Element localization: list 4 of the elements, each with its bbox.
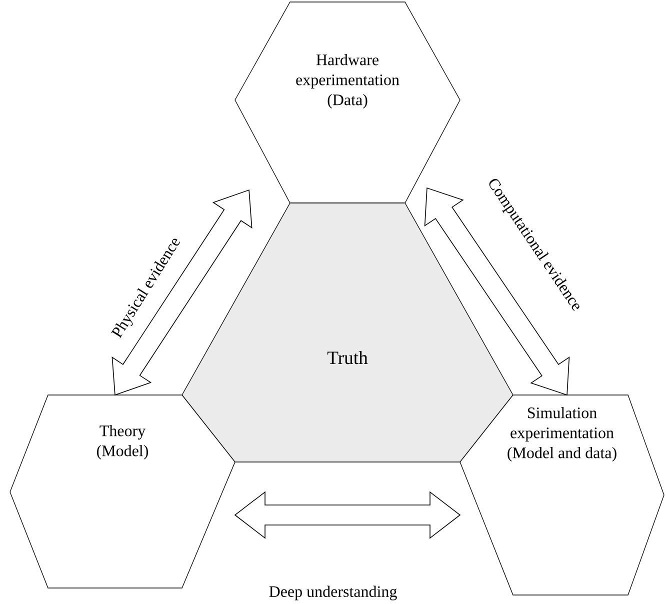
edge-label: Deep understanding — [269, 586, 397, 600]
hexagon: Theory (Model) — [10, 394, 236, 588]
hexagon: Simulation experimentation (Model and data) — [460, 394, 664, 596]
hexagon: Hardware experimentation (Data) — [234, 2, 460, 204]
